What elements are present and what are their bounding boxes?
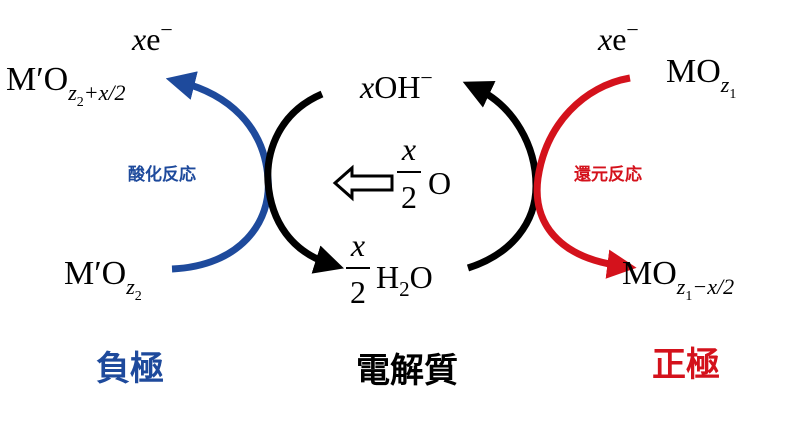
positive-electrode-label: 正極 <box>652 345 720 385</box>
svg-text:x: x <box>350 227 365 263</box>
svg-text:x: x <box>401 131 416 167</box>
negative-electrode-label: 負極 <box>96 349 164 389</box>
svg-text:2: 2 <box>350 274 366 310</box>
reduction-arc-arrow <box>533 74 637 279</box>
negative-oxidized-formula: M′Oz2+x/2 <box>6 61 126 110</box>
reduction-reaction-label: 還元反応 <box>574 164 642 185</box>
svg-text:2: 2 <box>401 179 417 215</box>
oxygen-hollow-arrow <box>332 164 394 202</box>
positive-electron-label: xe− <box>597 17 639 57</box>
svg-text:H2O: H2O <box>376 259 433 301</box>
electrolyte-left-arc-arrow <box>264 90 345 274</box>
positive-product-formula: MOz1−x/2 <box>622 255 734 304</box>
hydroxide-formula: xOH− <box>359 65 433 105</box>
negative-reduced-formula: M′Oz2 <box>64 255 142 304</box>
svg-text:O: O <box>428 165 451 201</box>
electrolyte-label: 電解質 <box>356 351 458 391</box>
water-fraction: x 2 H2O <box>346 227 433 310</box>
oxygen-fraction: x 2 O <box>397 131 451 215</box>
positive-reactant-formula: MOz1 <box>666 53 736 102</box>
electrolyte-right-arc-arrow <box>462 81 540 272</box>
negative-electron-label: xe− <box>131 17 173 57</box>
oxidation-reaction-label: 酸化反応 <box>128 164 196 185</box>
